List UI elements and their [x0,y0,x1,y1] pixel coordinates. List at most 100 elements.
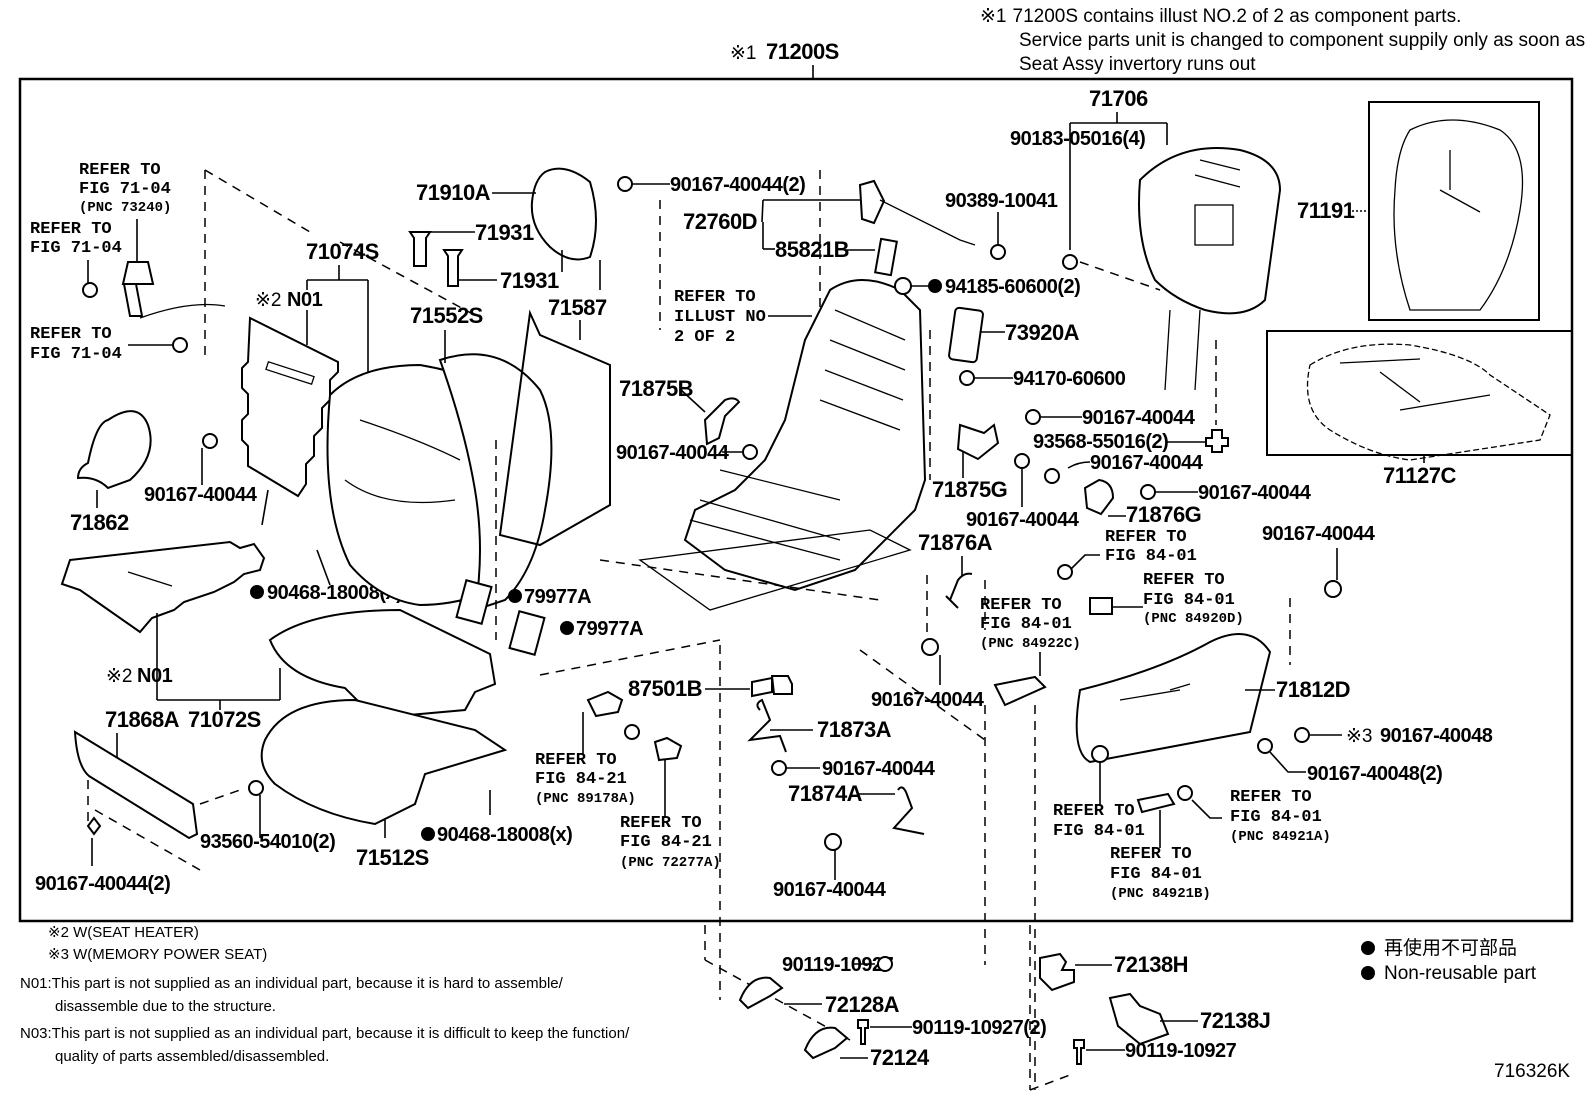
part-label: 71862 [70,510,129,535]
screw-icon [1025,409,1041,425]
screw-icon [1257,738,1273,754]
ref-text: FIG 84-01 [980,615,1072,634]
screw-icon [202,433,218,449]
part-label: 71072S [188,707,261,732]
part-label: 90468-18008(x) [437,824,572,846]
legend: 再使用不可部品 Non-reusable part [1361,937,1537,984]
ref-text: FIG 84-01 [1230,808,1322,827]
footnote-n03-line1: N03:This part is not supplied as an indi… [20,1025,630,1042]
bracket-71876G-icon [1083,478,1115,516]
ref-text: REFER TO [1105,528,1187,547]
part-label: 90167-40044 [966,509,1080,531]
part-label: 71876A [918,530,993,555]
header-note: ※1 71200S contains illust NO.2 of 2 as co… [980,6,1585,75]
footnote-n01-line1: N01:This part is not supplied as an indi… [20,975,564,992]
screw-icon [1014,453,1030,469]
nut-icon [959,370,975,386]
bracket-71875G-icon [956,423,1000,461]
part-label: 71812D [1276,677,1350,702]
screw-icon [624,724,640,740]
ref-pnc: (PNC 72277A) [620,855,721,871]
bottom-parts-group: 90119-10927 72128A 90119-10927(2) 72124 … [704,925,1271,1091]
part-label: 90167-40044 [1082,407,1196,429]
screw-icon [1324,580,1342,598]
part-label: 72760D [683,209,757,234]
knob-icon [1177,785,1193,801]
cover-72124-icon [803,1026,849,1060]
cushion-pad-icon [260,698,508,826]
part-label: 71931 [475,220,534,245]
side-airbag-icon [948,306,984,364]
part-label: 71127C [1383,463,1456,488]
part-label: 73920A [1005,320,1080,345]
part-label: 71875B [619,376,693,401]
non-reusable-dot-icon [928,279,942,293]
ref-text: FIG 84-01 [1053,822,1145,841]
screw-icon [771,760,787,776]
ref-pnc: (PNC 84921B) [1110,886,1211,902]
screw-icon [742,444,758,460]
non-reusable-dot-icon [421,827,435,841]
non-reusable-dot-icon [560,621,574,635]
part-label: 72138J [1200,1008,1270,1033]
part-label: 90167-40044 [871,689,985,711]
part-label: 71875G [932,477,1007,502]
part-label: 72124 [870,1045,930,1070]
ref-text: FIG 84-01 [1143,591,1235,610]
part-label: 90167-40044 [822,758,936,780]
marker-n01: N01 [287,289,323,311]
part-label: 90183-05016(4) [1010,128,1145,150]
connector-icon [751,675,793,698]
part-label: 94185-60600(2) [945,276,1080,298]
assembly-title: ※1 71200S [730,39,839,79]
right-middle-fasteners: 71875B 90167-40044 90167-40044 93568-550… [616,340,1312,531]
ref-text: REFER TO [674,288,756,307]
lumbar-switch-icon [874,237,898,277]
non-reusable-dot-icon [1361,941,1375,955]
nut-icon [172,337,188,353]
ref-pnc: (PNC 84920D) [1143,611,1244,627]
header-note-line-3: Seat Assy invertory runs out [1019,54,1256,75]
recliner-cover-icon [76,410,152,490]
pad-71127C-box [1266,330,1573,456]
footnote-n03-line2: quality of parts assembled/disassembled. [55,1048,329,1065]
bracket-icon [586,690,624,718]
screw-icon [1294,727,1310,743]
part-label: 93560-54010(2) [200,831,335,853]
side-shield-icon [1075,633,1272,764]
lumbar-bracket-icon [858,179,886,225]
part-label: 90119-10927(2) [912,1017,1046,1039]
part-label: 90119-10927 [1125,1040,1237,1062]
ref-text: FIG 84-01 [1105,547,1197,566]
ref-text: REFER TO [1143,571,1225,590]
seatback-pad-icon [438,353,553,612]
part-label: 71706 [1089,86,1148,111]
clip-icon [86,816,102,836]
bracket-72138H-icon [1039,952,1075,992]
marker-n01: N01 [137,665,173,687]
header-note-marker: ※1 [980,6,1007,27]
header-note-line-1: 71200S contains illust NO.2 of 2 as comp… [1013,6,1462,27]
ref-text: REFER TO [1230,788,1312,807]
part-label: 90167-40044 [616,442,730,464]
part-label: 79977A [524,586,591,608]
seat-heater-back-icon [241,316,339,498]
part-label: 72138H [1114,952,1188,977]
bolt-icon [1073,1039,1085,1065]
footnotes: ※2 W(SEAT HEATER) ※3 W(MEMORY POWER SEAT… [20,924,630,1065]
screw-icon [1140,484,1156,500]
part-label: 90119-10927 [782,954,894,976]
seatbelt-buckle-group: REFER TO FIG 71-04 (PNC 73240) REFER TO … [30,161,311,364]
assembly-frame [18,77,1574,923]
nut-icon [82,282,98,298]
non-reusable-dot-icon [508,589,522,603]
right-lower-group: 71876A 90167-40044 REFER TO FIG 84-01 (P… [871,523,1493,1090]
back-board-icon [498,309,611,547]
part-71127C: 71127C [1266,330,1573,488]
part-label: 71931 [500,268,559,293]
ref-text: FIG 84-01 [1110,865,1202,884]
ref-text: FIG 84-21 [620,833,712,852]
cushion-shield-icon [73,730,199,840]
pad-79977A-icon [455,579,493,625]
part-label: 72128A [825,992,900,1017]
